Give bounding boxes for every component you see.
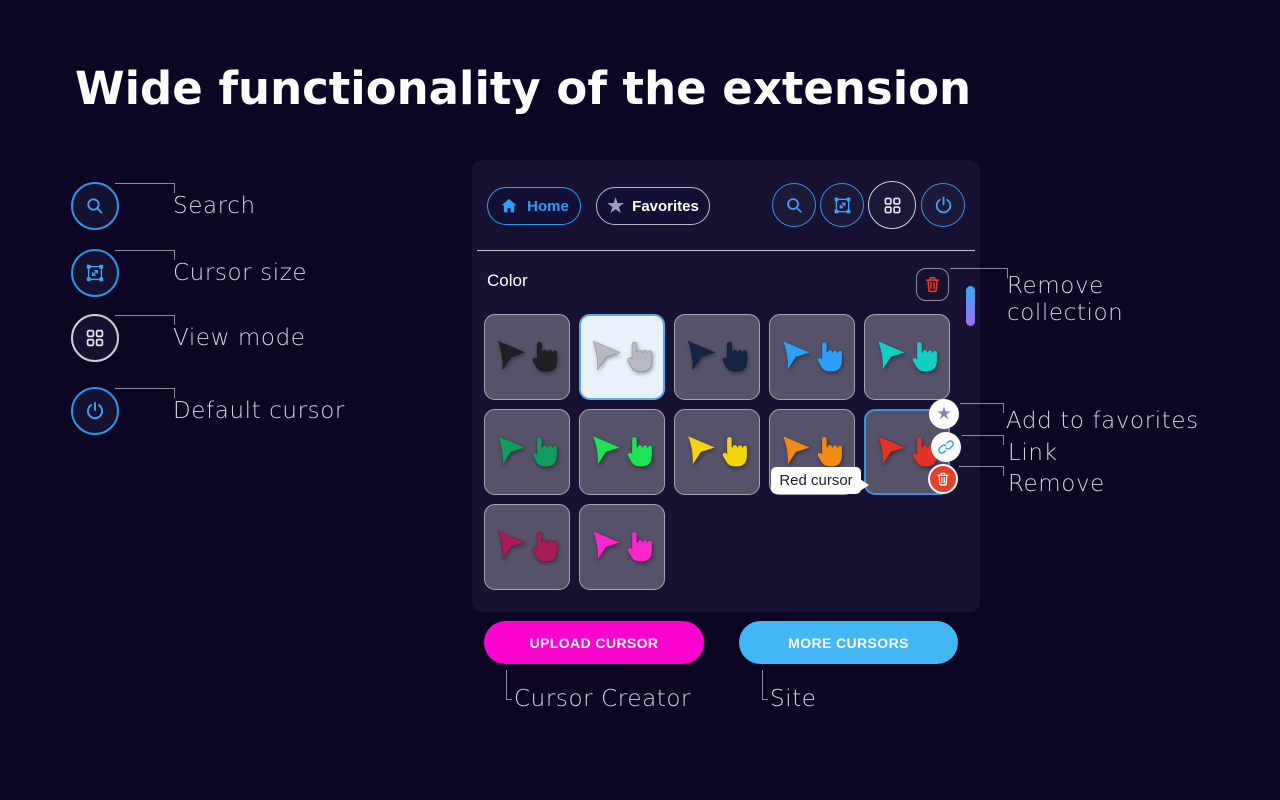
connector-line: [762, 670, 768, 700]
cursor-size-icon: [86, 264, 104, 282]
cursor-size-button[interactable]: [820, 183, 864, 227]
search-label: Search: [173, 193, 256, 219]
view-mode-icon: [884, 197, 900, 213]
cursor-pair-icon: [782, 340, 843, 372]
link-label: Link: [1008, 440, 1058, 466]
cursor-tile-black[interactable]: [484, 314, 570, 400]
view-mode-legend-button: [71, 314, 119, 362]
view-mode-label: View mode: [173, 325, 306, 351]
cursor-tooltip: Red cursor: [771, 467, 869, 494]
default-cursor-legend-button: [71, 387, 119, 435]
connector-line: [959, 466, 1004, 476]
connector-line: [115, 315, 175, 325]
tab-home-label: Home: [527, 197, 569, 215]
cursor-pair-icon: [877, 340, 938, 372]
cursor-pair-icon: [497, 435, 558, 467]
cursor-pair-icon: [592, 435, 653, 467]
search-icon: [87, 198, 103, 214]
cursor-tile-magenta[interactable]: [579, 504, 665, 590]
search-icon: [786, 197, 802, 213]
cursor-pair-icon: [497, 530, 558, 562]
cursor-tile-teal[interactable]: [864, 314, 950, 400]
link-icon: [938, 440, 954, 454]
cursor-size-label: Cursor size: [173, 260, 308, 286]
cursor-pair-icon: [592, 340, 653, 372]
power-icon: [935, 196, 951, 213]
cursor-grid: [484, 314, 950, 590]
cursor-pair-icon: [687, 435, 748, 467]
star-icon: ★: [607, 195, 625, 217]
tab-favorites[interactable]: ★ Favorites: [596, 187, 710, 225]
cursor-pair-icon: [877, 435, 938, 467]
connector-line: [962, 435, 1004, 445]
default-cursor-button[interactable]: [921, 183, 965, 227]
power-icon: [86, 401, 104, 420]
cursor-tile-crimson[interactable]: [484, 504, 570, 590]
cursor-pair-icon: [782, 435, 843, 467]
cursor-tile-yellow[interactable]: [674, 409, 760, 495]
add-to-favorites-label: Add to favorites: [1006, 408, 1199, 434]
search-button[interactable]: [772, 183, 816, 227]
upload-cursor-button[interactable]: UPLOAD CURSOR: [484, 621, 704, 664]
cursor-size-icon: [833, 196, 851, 214]
page-title: Wide functionality of the extension: [75, 62, 972, 115]
remove-collection-button[interactable]: [916, 268, 949, 301]
remove-collection-label: Remove collection: [1007, 273, 1124, 326]
cursor-tile-dark-blue[interactable]: [674, 314, 760, 400]
connector-line: [115, 388, 175, 398]
add-to-favorites-button[interactable]: ★: [929, 399, 959, 429]
trash-icon: [925, 277, 940, 293]
remove-cursor-button[interactable]: [928, 464, 958, 494]
scrollbar-thumb[interactable]: [966, 286, 975, 326]
cursor-tile-green[interactable]: [484, 409, 570, 495]
cursor-tile-light-green[interactable]: [579, 409, 665, 495]
cursor-pair-icon: [687, 340, 748, 372]
view-mode-button[interactable]: [868, 181, 916, 229]
site-label: Site: [770, 686, 817, 712]
tab-home[interactable]: Home: [487, 187, 581, 225]
extension-popup-panel: Home ★ Favorites Color: [472, 160, 980, 612]
home-icon: [501, 198, 517, 213]
view-mode-icon: [86, 329, 104, 347]
search-legend-button: [71, 182, 119, 230]
trash-icon: [937, 472, 949, 486]
remove-label: Remove: [1008, 471, 1105, 497]
default-cursor-label: Default cursor: [173, 398, 345, 424]
more-cursors-button[interactable]: MORE CURSORS: [739, 621, 958, 664]
divider: [477, 250, 975, 251]
collection-title: Color: [487, 271, 528, 290]
cursor-pair-icon: [592, 530, 653, 562]
connector-line: [115, 250, 175, 260]
cursor-creator-label: Cursor Creator: [514, 686, 692, 712]
cursor-tile-blue[interactable]: [769, 314, 855, 400]
cursor-tile-gray[interactable]: [579, 314, 665, 400]
connector-line: [506, 670, 512, 700]
cursor-size-legend-button: [71, 249, 119, 297]
link-button[interactable]: [931, 432, 961, 462]
connector-line: [950, 268, 1008, 278]
connector-line: [115, 183, 175, 193]
star-icon: ★: [936, 404, 952, 423]
connector-line: [960, 403, 1004, 413]
cursor-pair-icon: [497, 340, 558, 372]
tab-favorites-label: Favorites: [632, 197, 699, 215]
